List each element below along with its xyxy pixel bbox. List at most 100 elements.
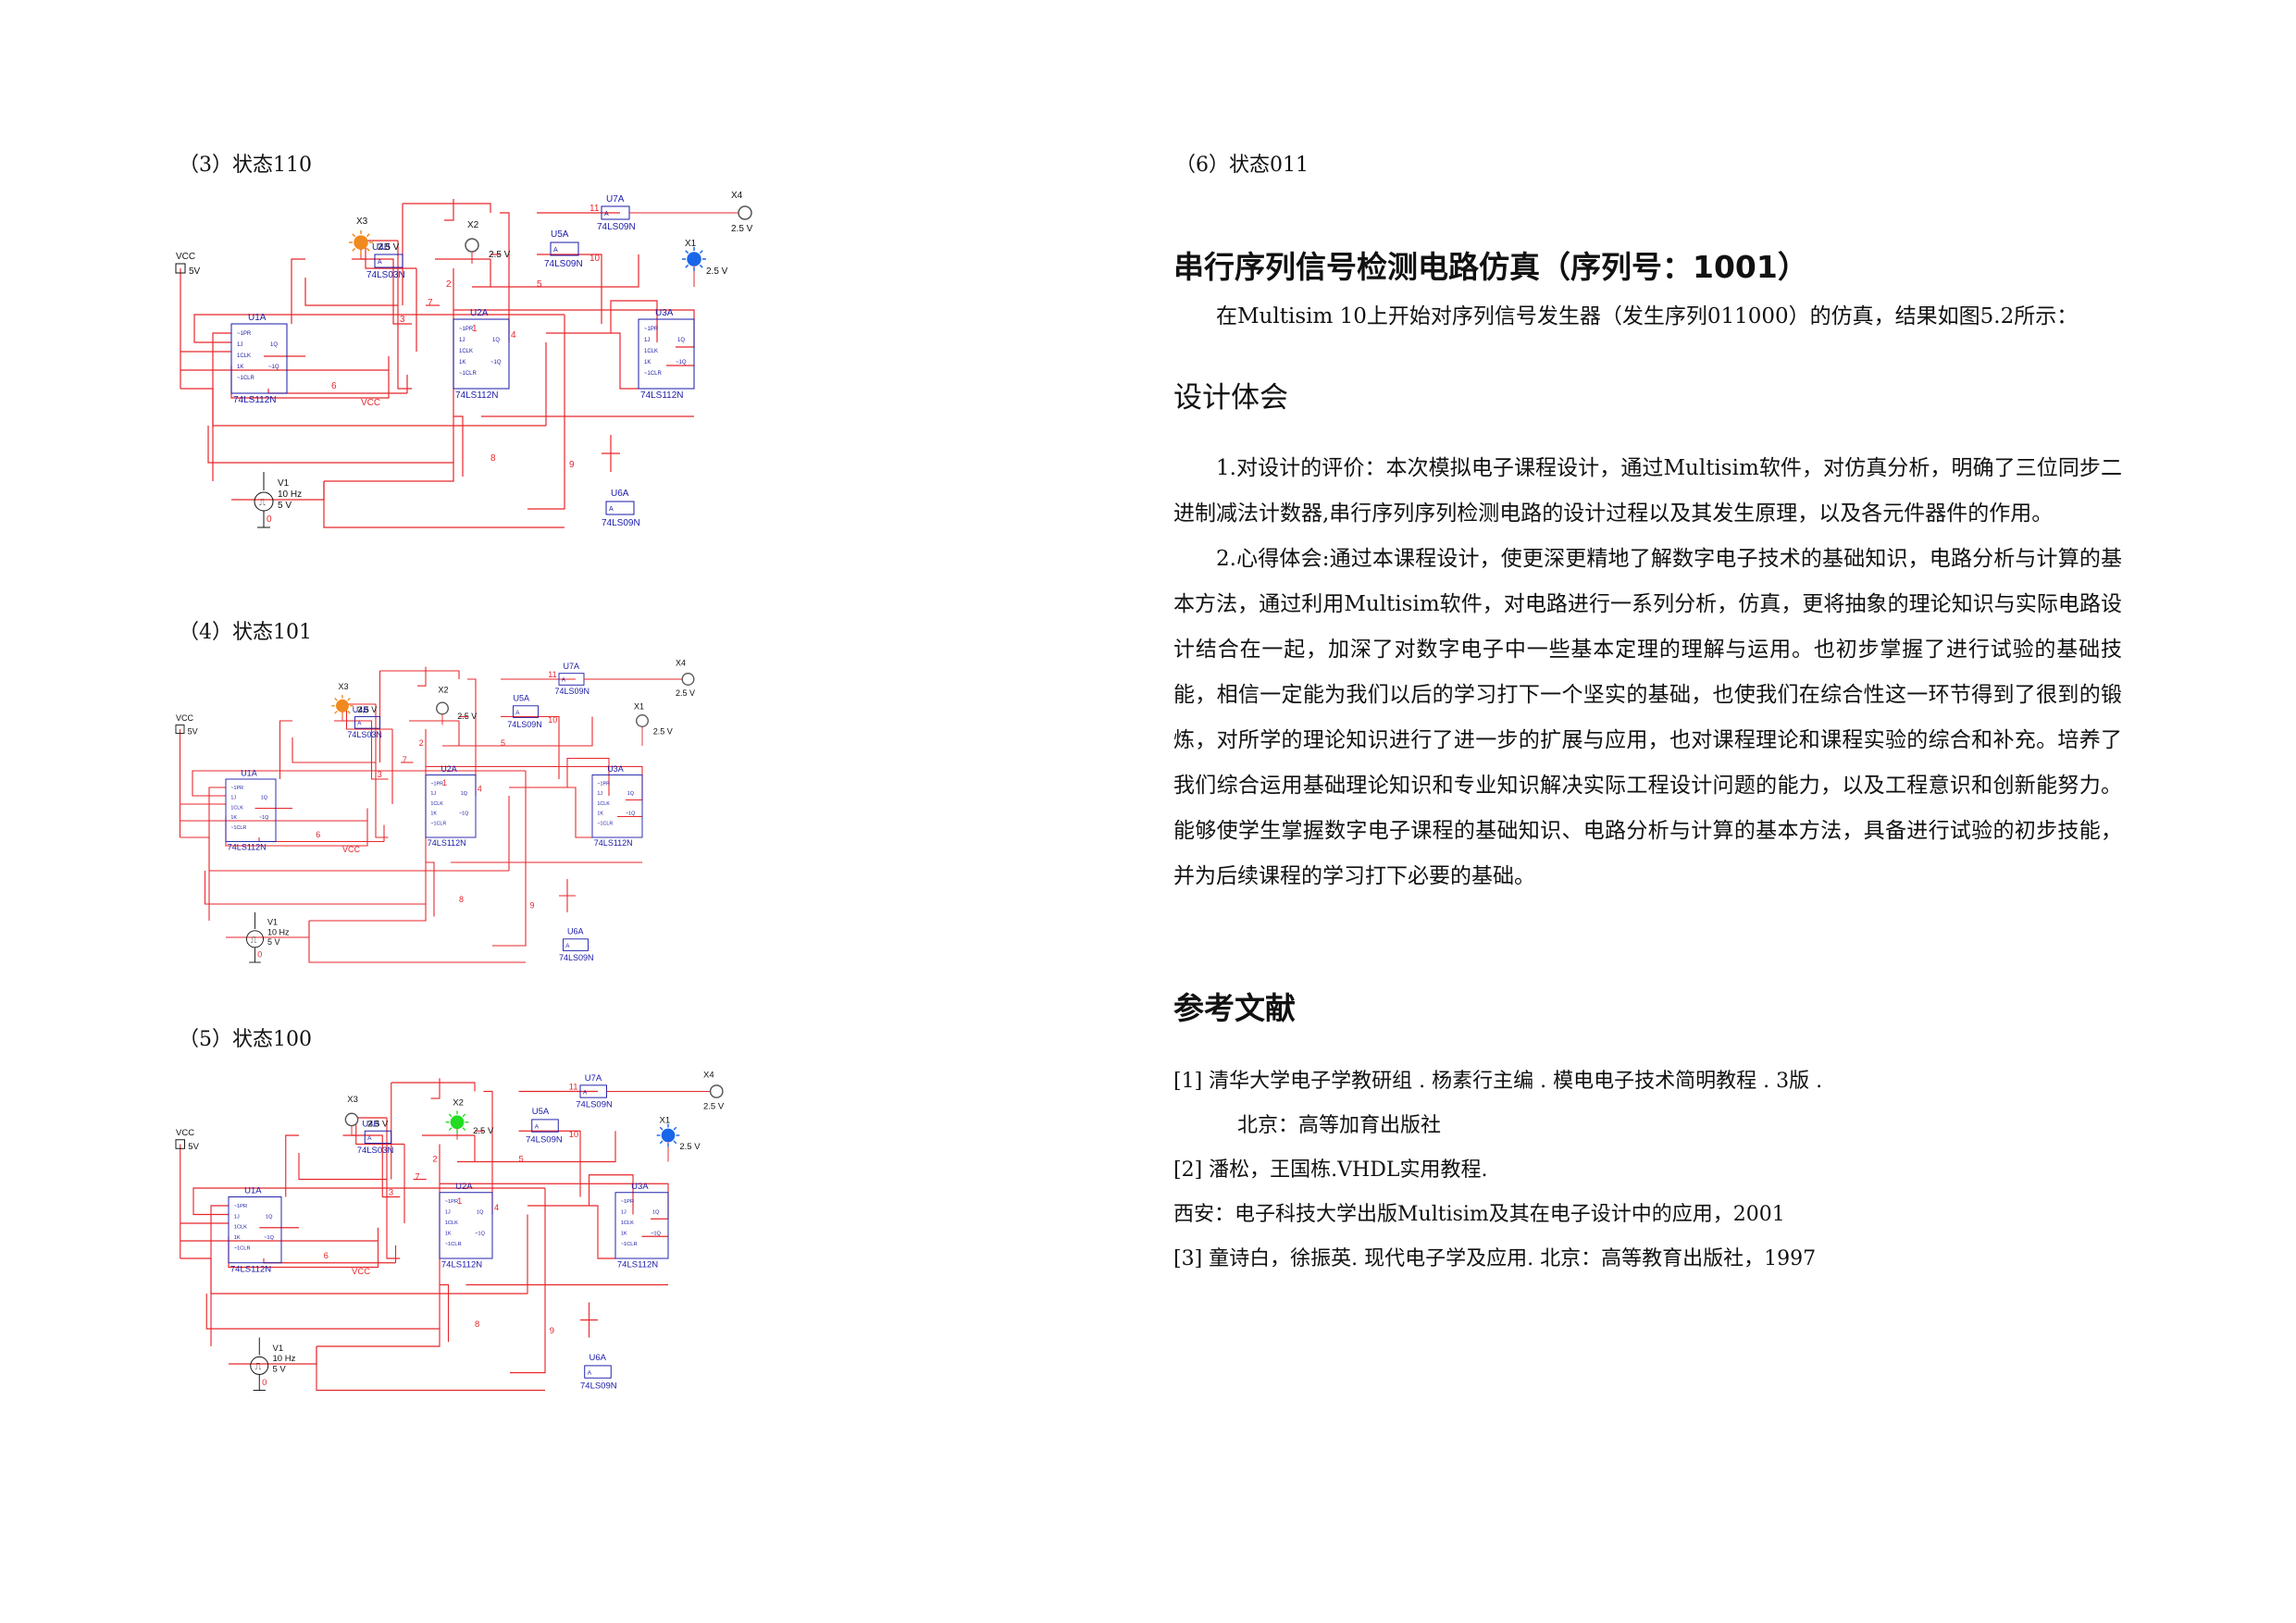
net-label: 8 [475,1319,479,1330]
svg-text:VCC: VCC [176,252,195,262]
probe-x1: X1 2.5 V [656,1116,701,1162]
net-label: 5 [537,279,542,290]
probe-x4: X4 2.5 V [606,1070,725,1112]
svg-text:1K: 1K [597,812,603,817]
led-glow-ray [462,1113,466,1118]
led-glow-ray [673,1140,677,1145]
svg-text:U4B: U4B [372,242,391,253]
net-label: 3 [378,770,382,779]
svg-text:2.5 V: 2.5 V [457,712,477,721]
svg-text:10 Hz: 10 Hz [267,927,290,936]
svg-text:X2: X2 [467,220,479,230]
svg-text:A: A [588,1369,592,1376]
svg-text:X2: X2 [453,1098,464,1109]
svg-text:X2: X2 [439,685,449,694]
led-glow-ray [334,698,338,701]
svg-text:V1: V1 [278,478,290,489]
svg-text:~1Q: ~1Q [268,365,279,370]
svg-text:A: A [357,721,362,727]
svg-text:A: A [609,506,614,513]
svg-text:1K: 1K [621,1231,627,1236]
svg-text:1CLK: 1CLK [644,349,658,354]
svg-text:U1A: U1A [241,768,257,777]
clock-source-v1: ⎍ V1 10 Hz 5 V 0 [250,1337,296,1391]
svg-text:0: 0 [262,1378,267,1388]
svg-text:1CLK: 1CLK [459,349,473,354]
svg-text:2.5 V: 2.5 V [676,688,695,698]
and-gate-u6a: A U6A 74LS09N [602,489,640,528]
probe-x1: X1 2.5 V [682,239,728,287]
svg-text:A: A [535,1123,540,1130]
clock-source-v1: ⎍ V1 10 Hz 5 V 0 [254,472,302,528]
jk-flipflop-u1a: U1A ~1PR 1J 1CLK 1K ~1CLR 1Q ~1Q 74LS112… [225,768,277,852]
svg-text:2.5 V: 2.5 V [367,1120,389,1130]
svg-text:1J: 1J [597,791,602,797]
svg-text:U3A: U3A [631,1182,649,1192]
caption-state-110: （3）状态110 [179,154,312,177]
jk-flipflop-u1a: U1A ~1PR 1J 1CLK 1K ~1CLR 1Q ~1Q 74LS112… [230,313,288,405]
led-glow-ray [699,250,703,254]
svg-text:1J: 1J [237,342,242,348]
probe-x1: X1 2.5 V [634,701,673,746]
svg-text:U6A: U6A [590,1353,607,1363]
jk-flipflop-u2a: U2A ~1PR 1J 1CLK 1K ~1CLR 1Q ~1Q 74LS112… [453,308,510,401]
svg-text:2.5 V: 2.5 V [653,726,673,736]
caption-state-101: （4）状态101 [179,621,312,644]
svg-text:⎍: ⎍ [259,498,266,508]
svg-text:U3A: U3A [655,308,674,318]
net-label: 8 [490,453,496,464]
svg-text:U7A: U7A [585,1073,602,1084]
svg-text:5 V: 5 V [278,501,292,511]
svg-text:74LS09N: 74LS09N [602,518,640,528]
svg-text:74LS09N: 74LS09N [580,1381,617,1392]
svg-text:1J: 1J [621,1210,627,1216]
nand-gate-u4b: A U4B 74LS03N [347,705,382,739]
led-glow-ray [448,1113,453,1118]
intro-paragraph: 在Multisim 10上开始对序列信号发生器（发生序列011000）的仿真，结… [1216,304,2079,328]
svg-text:A: A [562,677,566,684]
led-glow-ray [352,247,356,252]
svg-text:X1: X1 [634,701,644,711]
svg-text:X4: X4 [731,191,743,201]
led-glow-ray [366,233,370,238]
svg-text:74LS112N: 74LS112N [233,395,277,405]
svg-text:5 V: 5 V [267,937,280,947]
svg-text:2.5 V: 2.5 V [473,1126,494,1136]
wire-net [180,1078,669,1392]
svg-text:U6A: U6A [567,926,584,935]
svg-text:U5A: U5A [514,693,530,702]
net-label: 5 [519,1155,524,1165]
svg-text:X4: X4 [676,659,686,668]
led-glow-ray [685,250,689,254]
svg-text:U2A: U2A [441,764,457,774]
svg-text:⎍: ⎍ [251,935,257,944]
svg-text:74LS09N: 74LS09N [576,1100,613,1110]
svg-text:U5A: U5A [532,1107,550,1117]
svg-text:U7A: U7A [606,194,625,204]
net-label: 2 [432,1155,437,1165]
svg-text:~1PR: ~1PR [234,1204,247,1209]
probe-x4: X4 2.5 V [583,659,695,698]
net-label: 10 [569,1130,579,1140]
svg-text:5V: 5V [188,726,198,736]
probe-x2: X2 2.5 V [436,685,477,725]
and-gate-u6a: A U6A 74LS09N [580,1353,617,1391]
net-label: 11 [548,670,556,679]
svg-text:1Q: 1Q [477,1210,484,1216]
vcc-wire-label: VCC [361,398,380,408]
svg-text:10 Hz: 10 Hz [273,1354,296,1364]
svg-text:74LS112N: 74LS112N [617,1260,658,1270]
jk-flipflop-u3a: U3A ~1PR 1J 1CLK 1K ~1CLR 1Q ~1Q 74LS112… [614,1182,669,1270]
svg-text:1K: 1K [234,1235,241,1241]
svg-text:1Q: 1Q [677,338,685,343]
jk-flipflop-u3a: U3A ~1PR 1J 1CLK 1K ~1CLR 1Q ~1Q 74LS112… [638,308,695,401]
probe-x3: X3 2.5 V [349,217,400,259]
net-label: 2 [419,738,424,748]
svg-text:1Q: 1Q [492,338,500,343]
jk-flipflop-u2a: U2A ~1PR 1J 1CLK 1K ~1CLR 1Q ~1Q 74LS112… [425,764,477,848]
net-label: 4 [494,1203,499,1213]
and-gate-u6a: A U6A 74LS09N [559,926,594,962]
svg-text:0: 0 [267,514,272,525]
wire-net [180,199,695,528]
svg-text:74LS09N: 74LS09N [507,720,542,729]
